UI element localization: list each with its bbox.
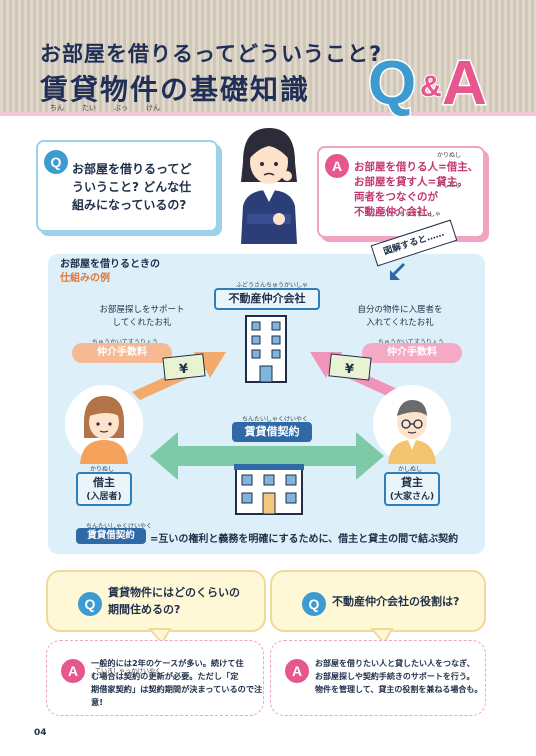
left-fee-note: お部屋探しをサポート してくれたお礼 (72, 304, 212, 330)
qa-left-answer-text: 一般的には2年のケースが多い。続けて住 む場合は契約の更新が必要。ただし「定 期… (91, 657, 263, 709)
legend-tag: 賃貸借契約 (76, 528, 146, 544)
qa-right-answer-text: お部屋を借りたい人と貸したい人をつなぎ、 お部屋探しや契約手続きのサポートを行う… (315, 657, 482, 696)
left-fee-ruby: ちゅうかいてすうりょう (92, 337, 158, 346)
lender-label-main: 貸主 (401, 476, 423, 489)
agency-ruby: ふどうさんちゅうかいしゃ (236, 282, 309, 289)
title-ruby-4: けん (146, 104, 160, 112)
title-ruby-2: たい (82, 104, 96, 112)
qa-left-a-ruby: ていきしゃっかけいやく (95, 668, 162, 675)
right-fee-pill: 仲介手数料 (362, 343, 462, 363)
thinking-person-illustration (241, 128, 297, 244)
title-ruby-1: ちん (50, 104, 64, 112)
intro-question-bubble: Q お部屋を借りるってど ういうこと? どんな仕 組みになっているの? (36, 140, 218, 232)
a-badge: A (325, 154, 349, 178)
q-badge: Q (44, 150, 68, 174)
right-payment-arrow: ¥ (310, 352, 404, 400)
logo-q: Q (368, 49, 416, 118)
qa-left-q-line-2: 期間住めるの? (108, 603, 181, 616)
qa-left-q-line-1: 賃貸物件にはどのくらいの (108, 586, 240, 599)
legend-ruby: ちんたいしゃくけいやく (86, 523, 153, 530)
intro-question-text: お部屋を借りるってど ういうこと? どんな仕 組みになっているの? (72, 160, 191, 214)
intro-a-line-4: 不動産仲介会社。 (354, 206, 438, 218)
qa-right-q-badge: Q (302, 592, 326, 616)
left-note-line-2: してくれたお礼 (112, 318, 172, 328)
borrower-label-sub: (入居者) (86, 492, 122, 502)
apartment-building-illustration (234, 464, 304, 515)
qa-right-a-line-3: 物件を管理して、貸主の役割を兼ねる場合も。 (315, 685, 483, 694)
contract-double-arrow (150, 432, 384, 480)
title-ruby-3: ぶっ (114, 104, 128, 112)
right-note-line-2: 入れてくれたお礼 (366, 318, 434, 328)
qa-right-a-badge: A (285, 659, 309, 683)
a-ruby-1: かりぬし (437, 152, 462, 159)
contract-label: 賃貸借契約 (232, 422, 312, 442)
qa-right-answer: A お部屋を借りたい人と貸したい人をつなぎ、 お部屋探しや契約手続きのサポートを… (270, 640, 486, 716)
qa-right-a-line-2: お部屋探しや契約手続きのサポートを行う。 (315, 672, 475, 681)
intro-answer-text: お部屋を借りる人=借主、 お部屋を貸す人=貸主。 両者をつなぐのが 不動産仲介会… (354, 160, 478, 220)
qa-left-q-badge: Q (78, 592, 102, 616)
lender-label-sub: (大家さん) (389, 492, 435, 502)
lender-ruby: かしぬし (398, 466, 423, 473)
lender-illustration (373, 385, 451, 464)
a-ruby-2: かしぬし (437, 182, 462, 189)
intro-a-line-1: お部屋を借りる人=借主、 (354, 161, 479, 173)
qa-logo: Q & A (367, 48, 489, 120)
a-ruby-3: ふどうさんちゅうかいしゃ (369, 211, 442, 218)
borrower-label-main: 借主 (93, 476, 115, 489)
qa-left-a-line-3: 期借家契約」は契約期間が決まっているので注意! (91, 684, 263, 707)
qa-right-a-line-1: お部屋を借りたい人と貸したい人をつなぎ、 (315, 659, 475, 668)
qa-right-q-line-1: 不動産仲介会社の役割は? (332, 595, 460, 608)
qa-right-bubble-tail (369, 628, 394, 645)
right-note-line-1: 自分の物件に入居者を (357, 305, 443, 315)
left-note-line-1: お部屋探しをサポート (99, 305, 185, 315)
qa-left-question: Q 賃貸物件にはどのくらいの 期間住めるの? (46, 570, 266, 632)
left-yen-mark: ¥ (179, 362, 190, 378)
intro-a-line-3: 両者をつなぐのが (354, 191, 438, 203)
down-left-arrow-icon (390, 262, 406, 280)
caption-line-2: 仕組みの例 (60, 273, 110, 284)
contract-ruby: ちんたいしゃくけいやく (242, 416, 309, 423)
right-fee-ruby: ちゅうかいてすうりょう (378, 337, 444, 346)
title-line-2: 賃貸物件の基礎知識 (40, 73, 311, 106)
borrower-illustration (65, 385, 143, 464)
qa-left-answer: A ていきしゃっかけいやく 一般的には2年のケースが多い。続けて住 む場合は契約… (46, 640, 264, 716)
intro-q-line-3: 組みになっているの? (72, 198, 187, 212)
logo-amp: & (420, 70, 442, 103)
intro-a-line-2: お部屋を貸す人=貸主。 (354, 176, 468, 188)
right-yen-mark: ¥ (344, 362, 355, 378)
page-number: 04 (34, 728, 47, 738)
intro-answer-bubble: A かりぬし かしぬし ふどうさんちゅうかいしゃ お部屋を借りる人=借主、 お部… (317, 146, 485, 238)
intro-q-line-1: お部屋を借りるってど (72, 162, 192, 176)
qa-left-a-badge: A (61, 659, 85, 683)
title-line-1: お部屋を借りるってどういうこと? (40, 42, 383, 66)
borrower-label: 借主 (入居者) (76, 472, 132, 506)
logo-a: A (442, 49, 487, 118)
office-building-illustration (245, 315, 287, 383)
qa-left-question-text: 賃貸物件にはどのくらいの 期間住めるの? (108, 584, 240, 618)
lender-label: 貸主 (大家さん) (384, 472, 440, 506)
diagram-caption: お部屋を借りるときの 仕組みの例 (60, 258, 160, 286)
agency-label: 不動産仲介会社 (214, 288, 320, 310)
right-fee-note: 自分の物件に入居者を 入れてくれたお礼 (330, 304, 470, 330)
qa-right-question-text: 不動産仲介会社の役割は? (332, 593, 459, 610)
qa-left-a-line-1: 一般的には2年のケースが多い。続けて住 (91, 658, 244, 668)
qa-left-bubble-tail (147, 628, 172, 645)
borrower-ruby: かりぬし (90, 466, 115, 473)
intro-q-line-2: ういうこと? どんな仕 (72, 180, 192, 194)
qa-right-question: Q 不動産仲介会社の役割は? (270, 570, 486, 632)
caption-line-1: お部屋を借りるときの (60, 259, 160, 270)
left-payment-arrow: ¥ (132, 352, 226, 400)
page-header: お部屋を借りるってどういうこと? 賃貸物件の基礎知識 ちん たい ぶっ けん Q… (0, 0, 536, 120)
qa-left-a-line-2: む場合は契約の更新が必要。ただし「定 (91, 671, 239, 681)
legend-definition: =互いの権利と義務を明確にするために、借主と貸主の間で結ぶ契約 (150, 534, 459, 545)
left-fee-pill: 仲介手数料 (72, 343, 172, 363)
